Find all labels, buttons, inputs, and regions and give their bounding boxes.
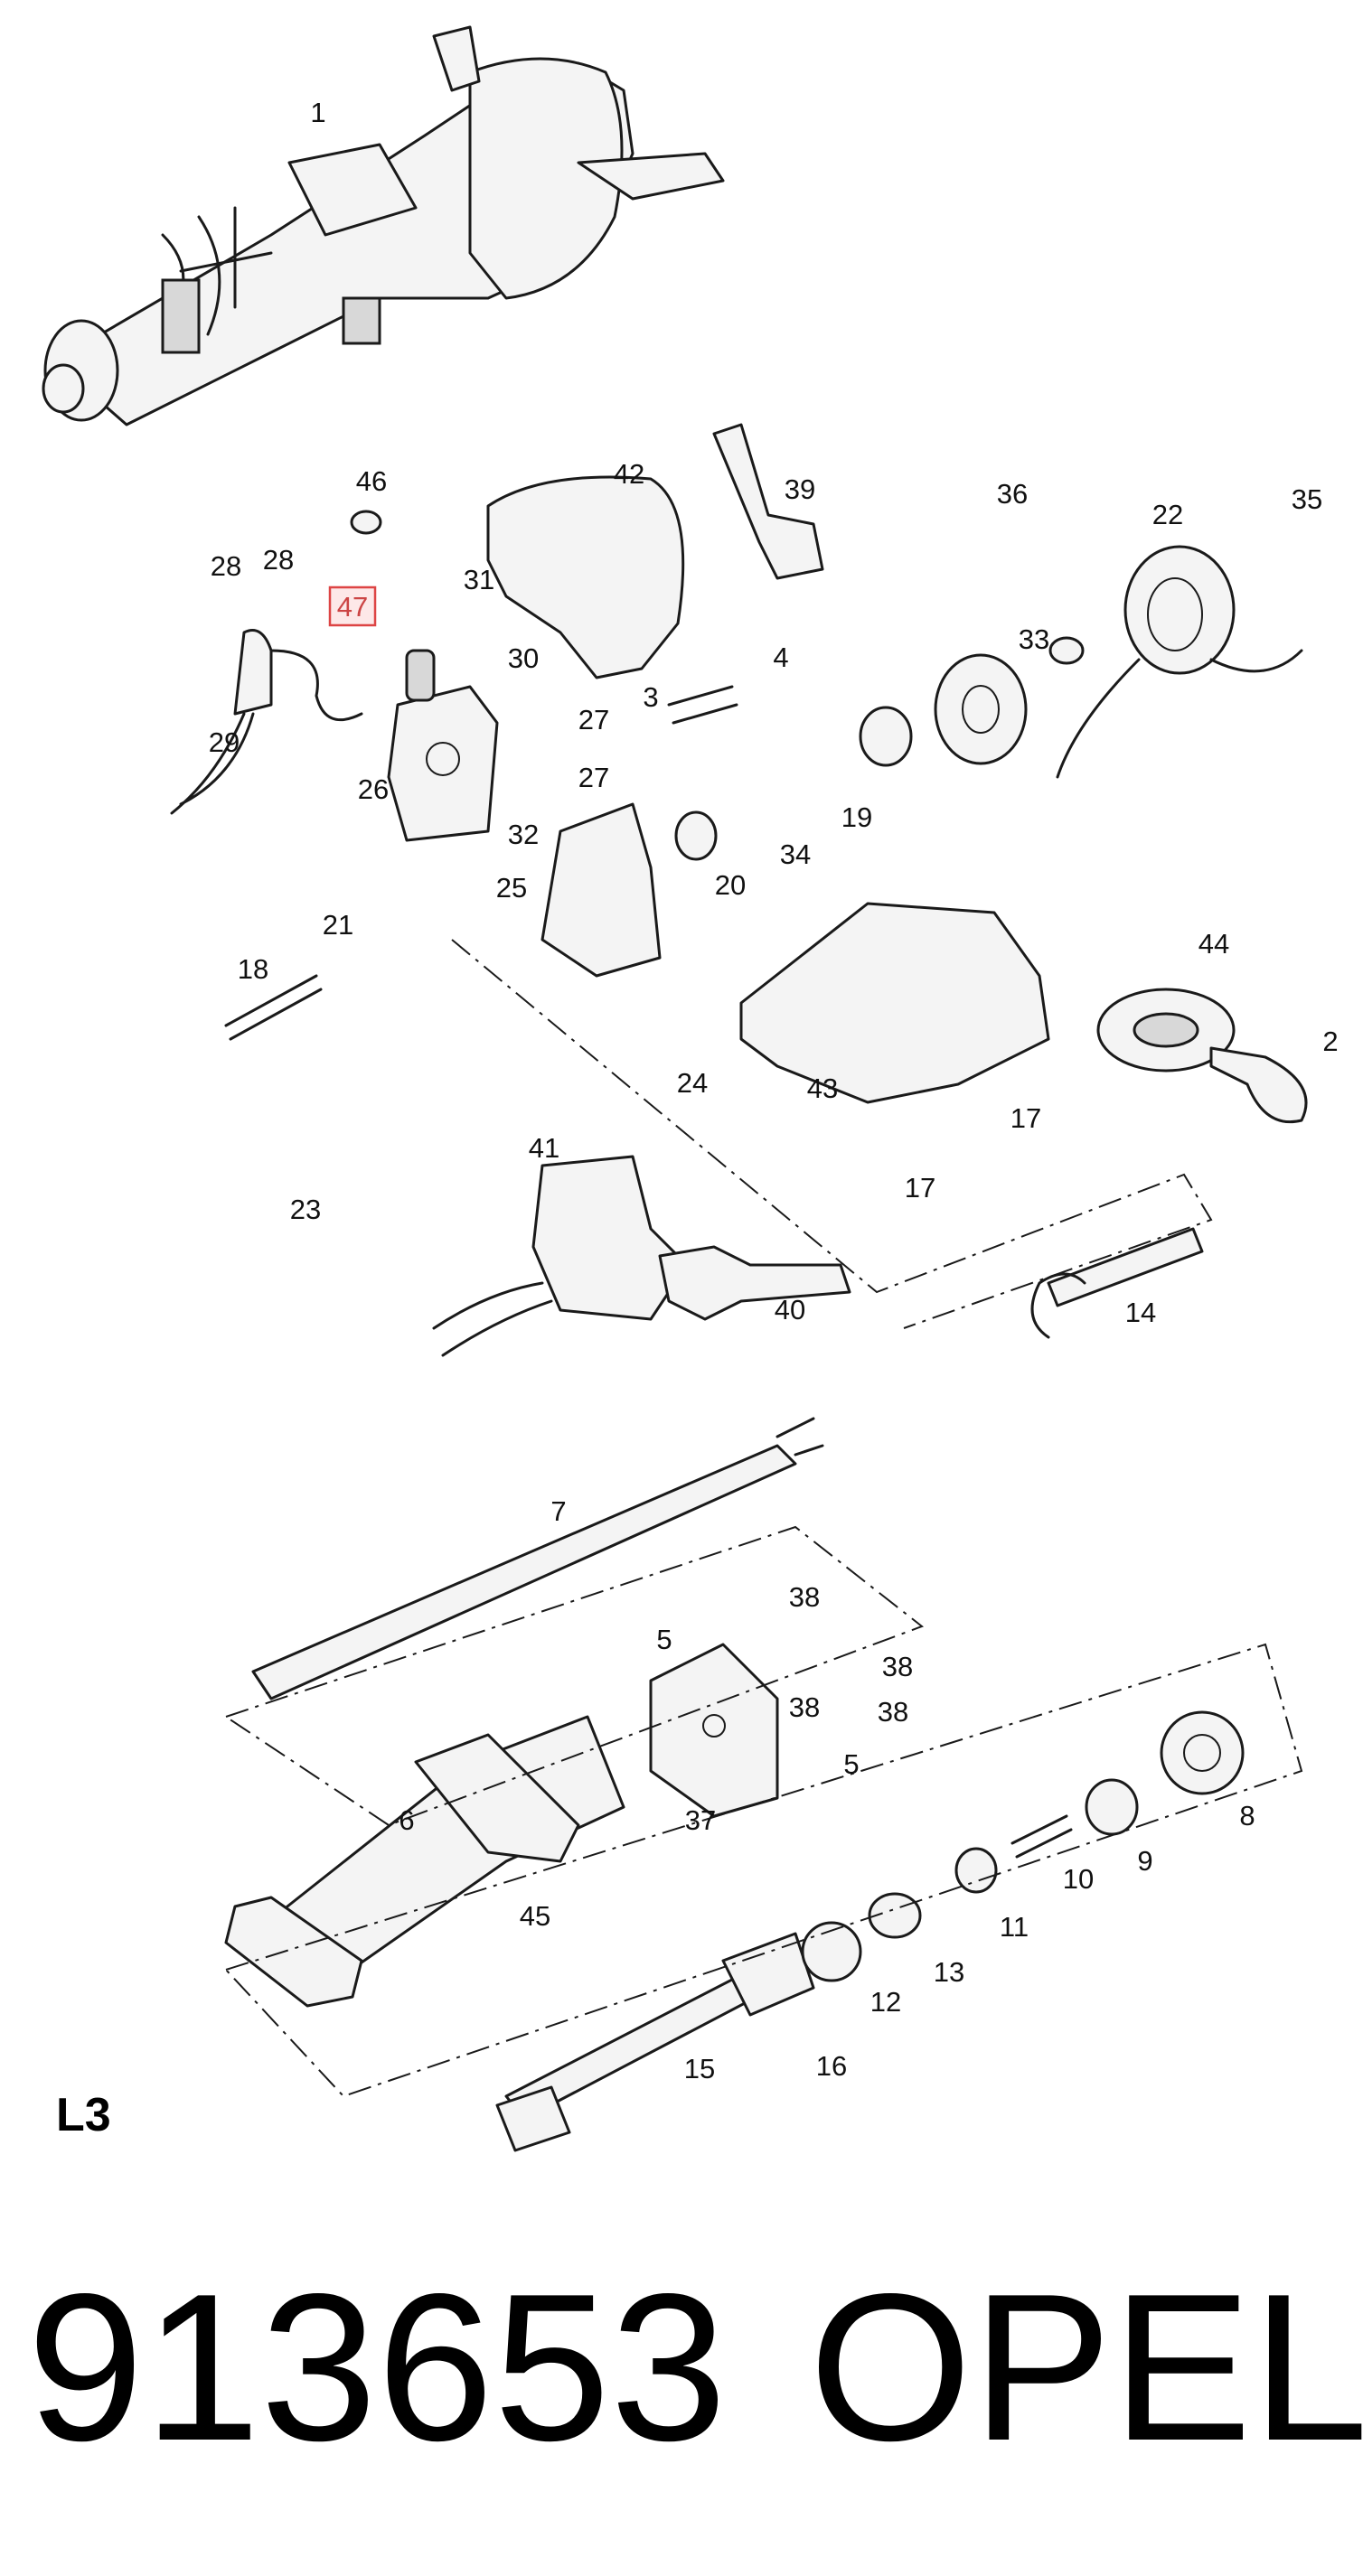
callout-43-label: 43 <box>807 1073 838 1104</box>
part-19-gear-disc <box>934 653 1028 765</box>
brand-name: OPEL <box>809 2251 1363 2485</box>
callout-18-label: 18 <box>238 953 268 985</box>
callout-10-label: 10 <box>1063 1863 1094 1895</box>
callout-28-label-2: 28 <box>263 544 294 576</box>
part-39-lever <box>712 423 824 580</box>
callout-15-label: 15 <box>684 2053 715 2084</box>
callout-16-label: 16 <box>816 2050 847 2082</box>
part-42-shroud-upper <box>486 475 685 679</box>
callout-31-label: 31 <box>464 564 494 595</box>
part-15-intermediate-shaft <box>495 1932 815 2152</box>
part-29-wiring-switch <box>170 629 363 815</box>
part-40-41-combination-switch <box>432 1155 851 1357</box>
part-44-bezel <box>1096 988 1308 1124</box>
highlighted-callout-47[interactable]: 47 <box>328 585 377 627</box>
callout-38-label-2: 38 <box>882 1651 913 1682</box>
callout-2-label: 2 <box>1322 1026 1338 1057</box>
callout-40-label: 40 <box>775 1294 805 1325</box>
callout-41-label: 41 <box>529 1132 559 1164</box>
part-25-switch-module <box>540 802 662 978</box>
callout-45-label: 45 <box>520 1900 550 1932</box>
callout-14-label: 14 <box>1125 1297 1156 1328</box>
callout-34-label: 34 <box>780 838 811 870</box>
callout-38-label-3: 38 <box>789 1691 820 1723</box>
callout-22-label: 22 <box>1152 499 1183 530</box>
callout-30-label: 30 <box>508 642 539 674</box>
callout-47-label: 47 <box>337 591 368 623</box>
callout-24-label: 24 <box>677 1067 708 1099</box>
callout-19-label: 19 <box>841 801 872 833</box>
callout-7-label: 7 <box>550 1495 566 1527</box>
callout-9-label: 9 <box>1137 1845 1152 1877</box>
callout-5-label: 5 <box>656 1624 672 1655</box>
part-43-shroud-lower <box>739 902 1050 1104</box>
callout-44-label: 44 <box>1198 928 1229 960</box>
callout-38-label-4: 38 <box>878 1696 908 1728</box>
part-37-bracket <box>649 1643 779 1818</box>
callout-1-label: 1 <box>310 97 325 128</box>
callout-35-label: 35 <box>1292 483 1322 515</box>
callout-29-label: 29 <box>209 726 240 758</box>
callout-6-label: 6 <box>399 1804 414 1836</box>
part-8-coupling <box>1160 1710 1245 1795</box>
callout-13-label: 13 <box>934 1956 964 1988</box>
callout-42-label: 42 <box>614 458 644 490</box>
callout-20-label: 20 <box>715 869 746 901</box>
callout-37-label: 37 <box>685 1804 716 1836</box>
part-22-clock-spring <box>1056 545 1303 779</box>
part-26-lock-housing <box>387 649 499 842</box>
callout-27-label-2: 27 <box>578 762 609 793</box>
part-7-rod <box>251 1417 824 1700</box>
callout-33-label: 33 <box>1019 623 1049 655</box>
callout-36-label: 36 <box>997 478 1028 510</box>
part-14-shaft <box>1030 1227 1204 1339</box>
callout-12-label: 12 <box>870 1986 901 2018</box>
callout-4-label: 4 <box>773 642 788 673</box>
callout-46-label: 46 <box>356 465 387 497</box>
part-1-column-assembly <box>42 25 725 426</box>
callout-21-label: 21 <box>323 909 353 941</box>
callout-23-label: 23 <box>290 1194 321 1225</box>
callout-26-label: 26 <box>358 773 389 805</box>
callout-5-label-2: 5 <box>843 1748 859 1780</box>
callout-17-label: 17 <box>1010 1102 1041 1134</box>
callout-28-label: 28 <box>211 550 241 582</box>
part-number: 913653 <box>27 2251 727 2485</box>
callout-17-label-2: 17 <box>905 1172 935 1204</box>
small-parts-washers <box>224 510 1139 1982</box>
section-code: L3 <box>56 2089 111 2141</box>
assembly-outline-lines <box>223 939 1303 2098</box>
callout-38-label: 38 <box>789 1581 820 1613</box>
part-6-column-tube <box>224 1715 625 2008</box>
callout-8-label: 8 <box>1239 1800 1255 1831</box>
callout-39-label: 39 <box>785 473 815 505</box>
callout-11-label: 11 <box>1000 1911 1029 1943</box>
callout-27-label: 27 <box>578 704 609 735</box>
callout-25-label: 25 <box>496 872 527 904</box>
callout-32-label: 32 <box>508 819 539 850</box>
callout-3-label: 3 <box>643 681 658 713</box>
